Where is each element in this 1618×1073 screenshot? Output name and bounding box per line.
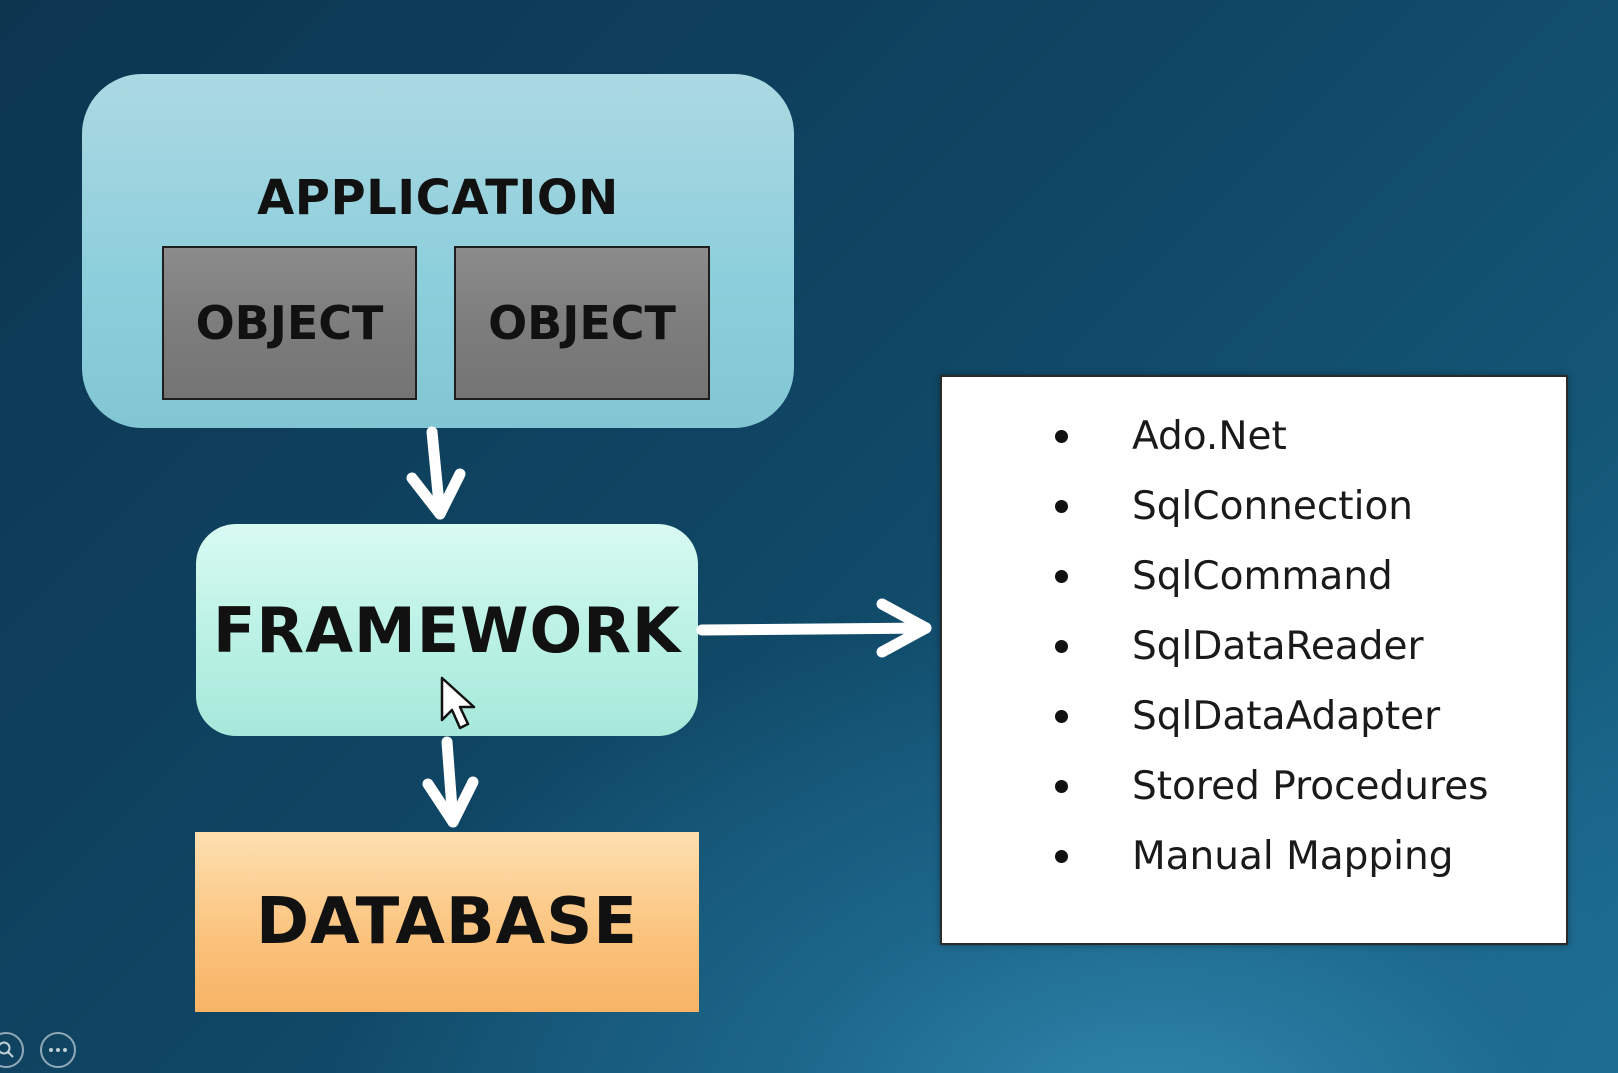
list-item-label: SqlDataReader [1132,623,1424,669]
bullet-icon [1055,849,1068,863]
framework-items-list: Ado.Net SqlConnection SqlCommand SqlData… [942,401,1566,891]
zoom-button[interactable] [0,1032,24,1068]
list-item-label: Stored Procedures [1132,763,1489,809]
object-box-left: OBJECT [162,246,417,400]
list-item-label: SqlCommand [1132,553,1393,599]
object-box-right: OBJECT [454,246,710,400]
arrow-framework-to-database [422,736,479,828]
list-item: SqlCommand [942,541,1566,611]
arrow-framework-to-items [696,598,932,658]
bullet-icon [1055,569,1068,583]
framework-items-box: Ado.Net SqlConnection SqlCommand SqlData… [940,375,1568,945]
bullet-icon [1055,639,1068,653]
application-box: APPLICATION OBJECT OBJECT [82,74,794,428]
pointer-cursor-icon [440,676,476,730]
database-box: DATABASE [195,832,699,1012]
list-item: SqlDataAdapter [942,681,1566,751]
magnifier-icon [0,1041,14,1058]
list-item-label: Manual Mapping [1132,833,1454,879]
list-item-label: SqlConnection [1132,483,1414,529]
ellipsis-icon [49,1048,67,1052]
list-item: Ado.Net [942,401,1566,471]
list-item: SqlConnection [942,471,1566,541]
list-item-label: Ado.Net [1132,413,1287,459]
application-label: APPLICATION [257,170,619,226]
list-item-label: SqlDataAdapter [1132,693,1441,739]
list-item: SqlDataReader [942,611,1566,681]
list-item: Manual Mapping [942,821,1566,891]
bullet-icon [1055,779,1068,793]
more-options-button[interactable] [40,1032,76,1068]
list-item: Stored Procedures [942,751,1566,821]
bullet-icon [1055,499,1068,513]
bullet-icon [1055,709,1068,723]
arrow-application-to-framework [406,426,466,520]
bullet-icon [1055,429,1068,443]
